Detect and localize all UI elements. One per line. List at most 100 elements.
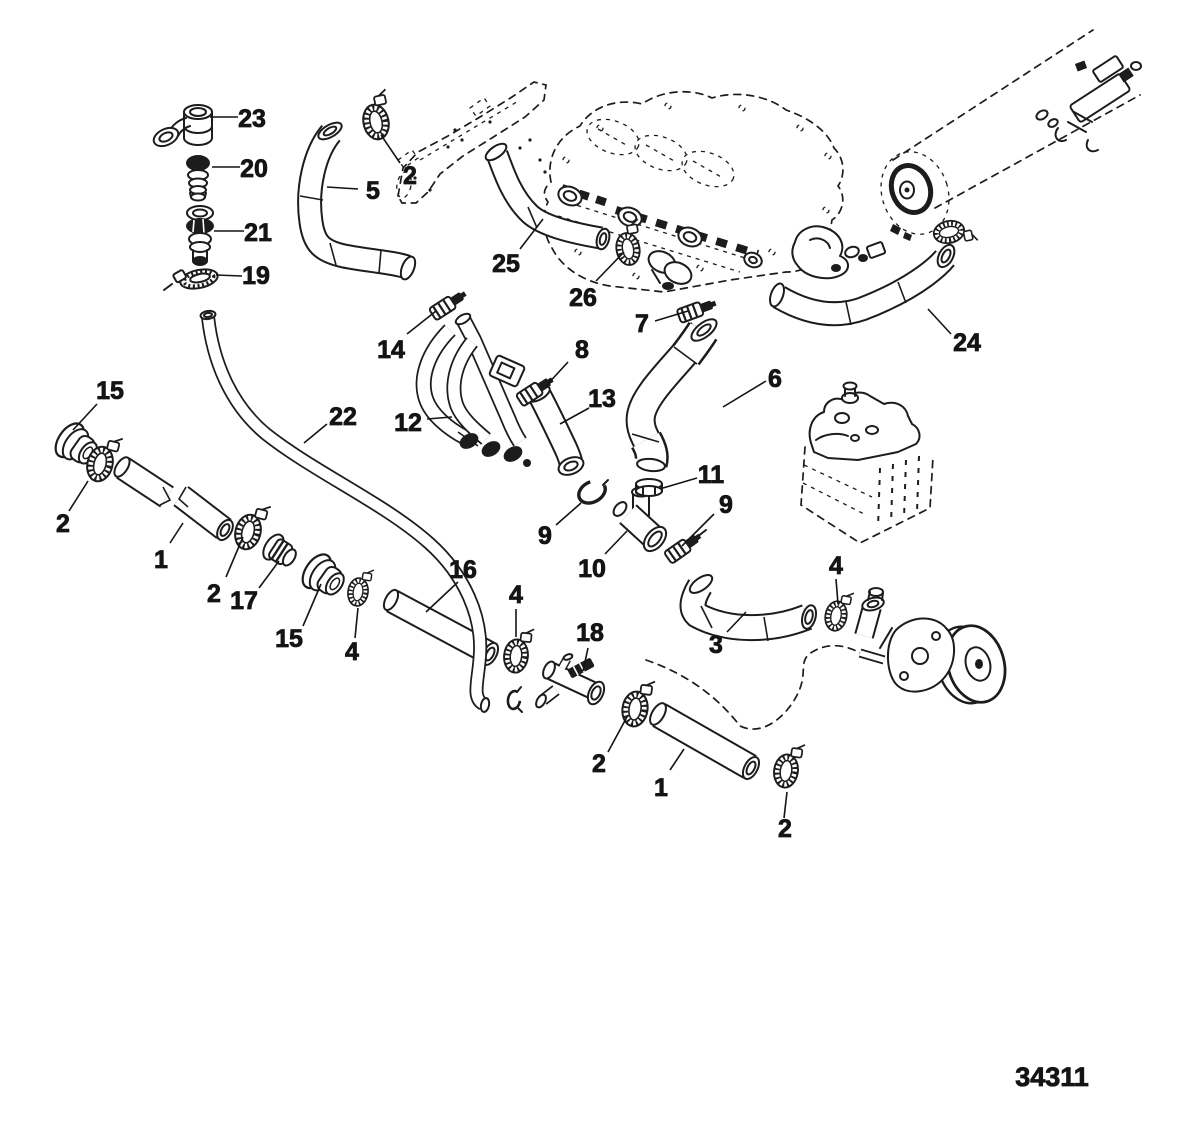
clamp-4-mid [502, 626, 534, 674]
callout-10: 10 [578, 555, 606, 583]
callout-12: 12 [394, 409, 422, 437]
callout-2: 2 [403, 162, 417, 190]
callout-6: 6 [768, 365, 782, 393]
hose-1-lower [649, 702, 761, 781]
leader-line-16 [425, 581, 459, 613]
part-number: 34311 [1015, 1062, 1089, 1092]
leader-line-1 [169, 522, 184, 544]
leader-line-13 [559, 407, 590, 425]
sea-water-pump [645, 587, 1007, 730]
callout-2: 2 [56, 510, 70, 538]
leader-line-7 [654, 310, 689, 322]
leader-line-25 [519, 218, 544, 250]
callout-3: 3 [709, 631, 723, 659]
hose-1-upper [113, 456, 234, 542]
hose-6 [625, 318, 718, 473]
callout-5: 5 [366, 177, 380, 205]
leader-line-14 [406, 310, 437, 335]
tee-fitting-10 [612, 486, 668, 553]
thermostat-housing-phantom [396, 81, 547, 204]
leader-line-15 [72, 403, 98, 431]
hose-24 [769, 243, 956, 327]
callout-4: 4 [509, 581, 523, 609]
leader-line-9 [681, 513, 715, 547]
leader-line-15 [302, 583, 322, 627]
callout-23: 23 [238, 105, 266, 133]
leader-line-2 [380, 134, 401, 164]
hose-22 [199, 309, 491, 713]
callout-20: 20 [240, 155, 268, 183]
leader-line-3 [726, 611, 747, 633]
clamp-4-left [346, 567, 374, 608]
callout-9: 9 [538, 522, 552, 550]
drain-plug-23 [152, 104, 213, 148]
leader-line-2 [225, 536, 244, 578]
leader-line-4 [354, 607, 359, 639]
clamp-9-screw [696, 529, 707, 538]
leader-line-24 [927, 308, 952, 335]
leader-line-12 [426, 416, 453, 420]
dashed-supply-hose [645, 644, 868, 730]
callout-8: 8 [575, 336, 589, 364]
callout-11: 11 [698, 461, 725, 489]
callout-26: 26 [569, 284, 597, 312]
callout-14: 14 [377, 336, 405, 364]
leader-line-2 [68, 480, 89, 512]
hose-5 [297, 121, 417, 281]
callout-15: 15 [275, 625, 303, 653]
fitting-20 [186, 155, 210, 202]
callout-1: 1 [154, 546, 168, 574]
fitting-17 [262, 533, 297, 567]
leader-line-19 [215, 274, 243, 277]
callout-15: 15 [96, 377, 124, 405]
clamp-hose-24 [932, 216, 978, 249]
cooler-assembly [800, 381, 934, 544]
connector-15-lower [295, 548, 353, 605]
callout-4: 4 [829, 552, 843, 580]
heat-exchanger-bracket [1035, 55, 1142, 153]
callout-4: 4 [345, 638, 359, 666]
leader-line-17 [258, 560, 280, 589]
leader-line-10 [604, 530, 628, 555]
leader-line-26 [595, 251, 625, 282]
callout-18: 18 [576, 619, 604, 647]
leader-line-1 [669, 748, 685, 771]
leader-line-5 [326, 186, 359, 190]
hose-3 [679, 574, 818, 642]
callout-16: 16 [449, 556, 477, 584]
snap-ring-9 [577, 479, 609, 505]
hose-13 [527, 385, 585, 476]
callout-1: 1 [654, 774, 668, 802]
callout-24: 24 [953, 329, 981, 357]
callout-21: 21 [244, 219, 272, 247]
intake-manifold-phantom [543, 90, 887, 293]
leader-line-2 [783, 791, 788, 819]
clamp-4-right [823, 589, 854, 633]
leader-line-18 [582, 647, 589, 672]
cap-11 [635, 478, 663, 497]
leader-line-9 [555, 502, 582, 526]
callout-17: 17 [230, 587, 258, 615]
callout-22: 22 [329, 403, 357, 431]
heat-exchanger-phantom [880, 29, 1142, 235]
leader-line-8 [545, 361, 569, 387]
spring-clip [506, 686, 523, 713]
leader-line-22 [303, 423, 328, 444]
callout-2: 2 [207, 580, 221, 608]
y-pipe-12 [415, 312, 531, 467]
leader-line-4 [835, 578, 839, 605]
leader-line-11 [662, 477, 698, 489]
callout-13: 13 [588, 385, 616, 413]
circulating-pump-pulley [888, 163, 934, 241]
callout-25: 25 [492, 250, 520, 278]
tee-fitting-18 [535, 653, 606, 709]
hose-25 [484, 142, 611, 251]
clamp-2-top [358, 89, 396, 141]
fitting-21 [186, 205, 214, 266]
callout-9: 9 [719, 491, 733, 519]
callout-7: 7 [635, 310, 649, 338]
leader-line-2 [607, 714, 629, 753]
